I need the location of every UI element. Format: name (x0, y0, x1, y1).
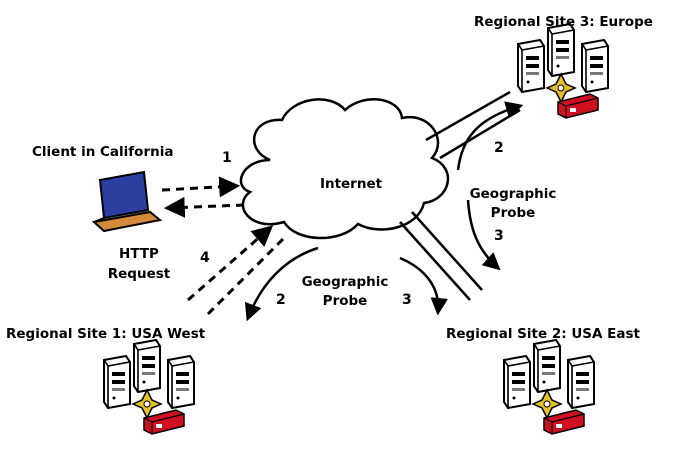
probe-east-arrow (399, 256, 448, 316)
step-number-probe-europe-up: 2 (494, 140, 504, 156)
arrow-client-to-internet (161, 176, 241, 198)
site-west-servers (104, 340, 194, 434)
step-number-probe-europe-down: 3 (494, 228, 504, 244)
link-to-east (399, 221, 471, 301)
step-number-client-request: 1 (222, 150, 232, 166)
site-east-servers (504, 340, 594, 434)
probe-right-label-line1: Geographic (469, 186, 557, 202)
probe-west-arrow (244, 246, 319, 322)
site3-label: Regional Site 3: Europe (474, 14, 653, 30)
step-number-http-redirect: 4 (200, 250, 210, 266)
laptop-icon (91, 170, 163, 233)
arrow-http-redirect-up (187, 225, 274, 302)
link-to-east-2 (411, 211, 483, 291)
internet-label: Internet (319, 176, 383, 192)
arrow-internet-to-client (163, 196, 245, 218)
link-to-europe-2 (439, 108, 521, 160)
probe-right-label-line2: Probe (490, 205, 536, 221)
probe-bottom-label-line2: Probe (322, 293, 368, 309)
probe-europe-up-arrow (456, 101, 524, 171)
probe-europe-down-arrow (466, 199, 501, 271)
site1-label: Regional Site 1: USA West (6, 326, 206, 342)
internet-cloud (239, 98, 450, 240)
probe-bottom-label-line1: Geographic (301, 274, 389, 290)
client-label: Client in California (32, 144, 174, 160)
site2-label: Regional Site 2: USA East (446, 326, 640, 342)
link-to-europe (425, 90, 511, 142)
arrow-http-redirect-down (206, 236, 286, 316)
http-request-label-line2: Request (107, 266, 171, 282)
http-request-label-line1: HTTP (119, 246, 159, 262)
step-number-probe-east: 3 (402, 292, 412, 308)
site-europe-servers (518, 24, 608, 118)
step-number-probe-west: 2 (276, 292, 286, 308)
